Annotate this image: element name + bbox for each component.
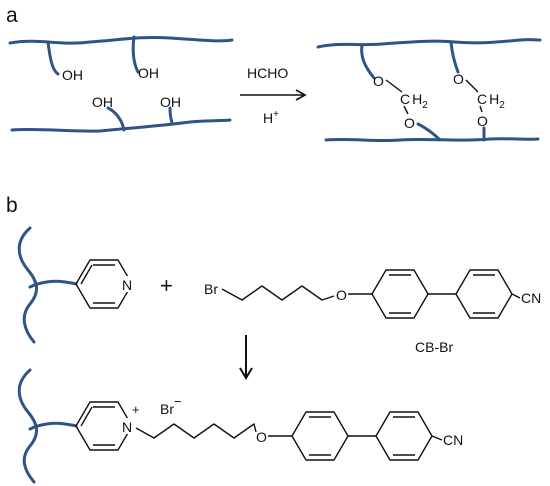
polymer-side-branch: [28, 279, 78, 289]
hydroxyl-group: OH: [160, 94, 181, 110]
nitrile-group: CN: [521, 290, 541, 306]
hydroxyl-group: OH: [138, 65, 159, 81]
polymer-side-branch: [106, 106, 126, 132]
nitrile-group: CN: [443, 432, 463, 448]
polymer-chain-bottom-right: [324, 137, 540, 143]
acetal-oxygen: O: [404, 115, 415, 131]
catalyst-acid: H+: [263, 109, 279, 126]
polymer-side-branch: [131, 35, 140, 74]
acetal-oxygen: O: [373, 73, 384, 89]
crosslink-branch: [449, 40, 460, 74]
acetal-oxygen: O: [477, 113, 488, 129]
ether-oxygen: O: [336, 287, 347, 303]
phenyl-ring: [455, 269, 513, 319]
polymer-chain-top-left: [8, 35, 234, 45]
reagent-name-label: CB-Br: [415, 339, 453, 355]
pyridinium-ring: [75, 401, 134, 451]
panel-a-label: a: [6, 4, 18, 27]
acetal-bond: [479, 105, 483, 113]
panel-b-label: b: [6, 194, 18, 217]
hydroxyl-group: OH: [62, 67, 83, 83]
polymer-side-branch: [46, 40, 60, 76]
butyl-chain: [221, 285, 335, 301]
phenyl-ring: [291, 411, 349, 461]
reaction-arrowhead: [295, 89, 307, 101]
polymer-side-branch: [168, 106, 174, 125]
nitrile-bond: [431, 435, 443, 441]
pyridinium-charge: +: [132, 402, 140, 417]
butyl-chain: [135, 423, 257, 439]
crosslink-branch: [416, 122, 442, 142]
phenyl-ring: [375, 411, 433, 461]
phenyl-ring: [371, 269, 429, 319]
polymer-side-branch: [28, 421, 78, 431]
crosslink-branch: [360, 43, 376, 80]
ether-oxygen: O: [256, 429, 267, 445]
acetal-bond: [403, 105, 409, 115]
pyridine-ring: [75, 259, 134, 309]
pyridinium-nitrogen: N: [122, 419, 132, 435]
pyridine-nitrogen: N: [122, 277, 132, 293]
acetal-oxygen: O: [453, 71, 464, 87]
bromine-atom: Br: [204, 281, 218, 297]
nitrile-bond: [511, 293, 521, 299]
polymer-chain-bottom-left: [10, 118, 232, 133]
hydroxyl-group: OH: [92, 94, 113, 110]
bromide-counterion: Br−: [160, 394, 182, 417]
acetal-bond: [465, 79, 479, 93]
plus-sign: +: [160, 273, 173, 298]
reaction-arrowhead: [239, 367, 253, 380]
polymer-backbone-bottom: [17, 368, 38, 484]
reagent-formaldehyde: HCHO: [247, 65, 288, 81]
acetal-bond: [385, 79, 403, 93]
polymer-backbone-top: [17, 226, 38, 344]
polymer-chain-top-right: [316, 38, 542, 49]
